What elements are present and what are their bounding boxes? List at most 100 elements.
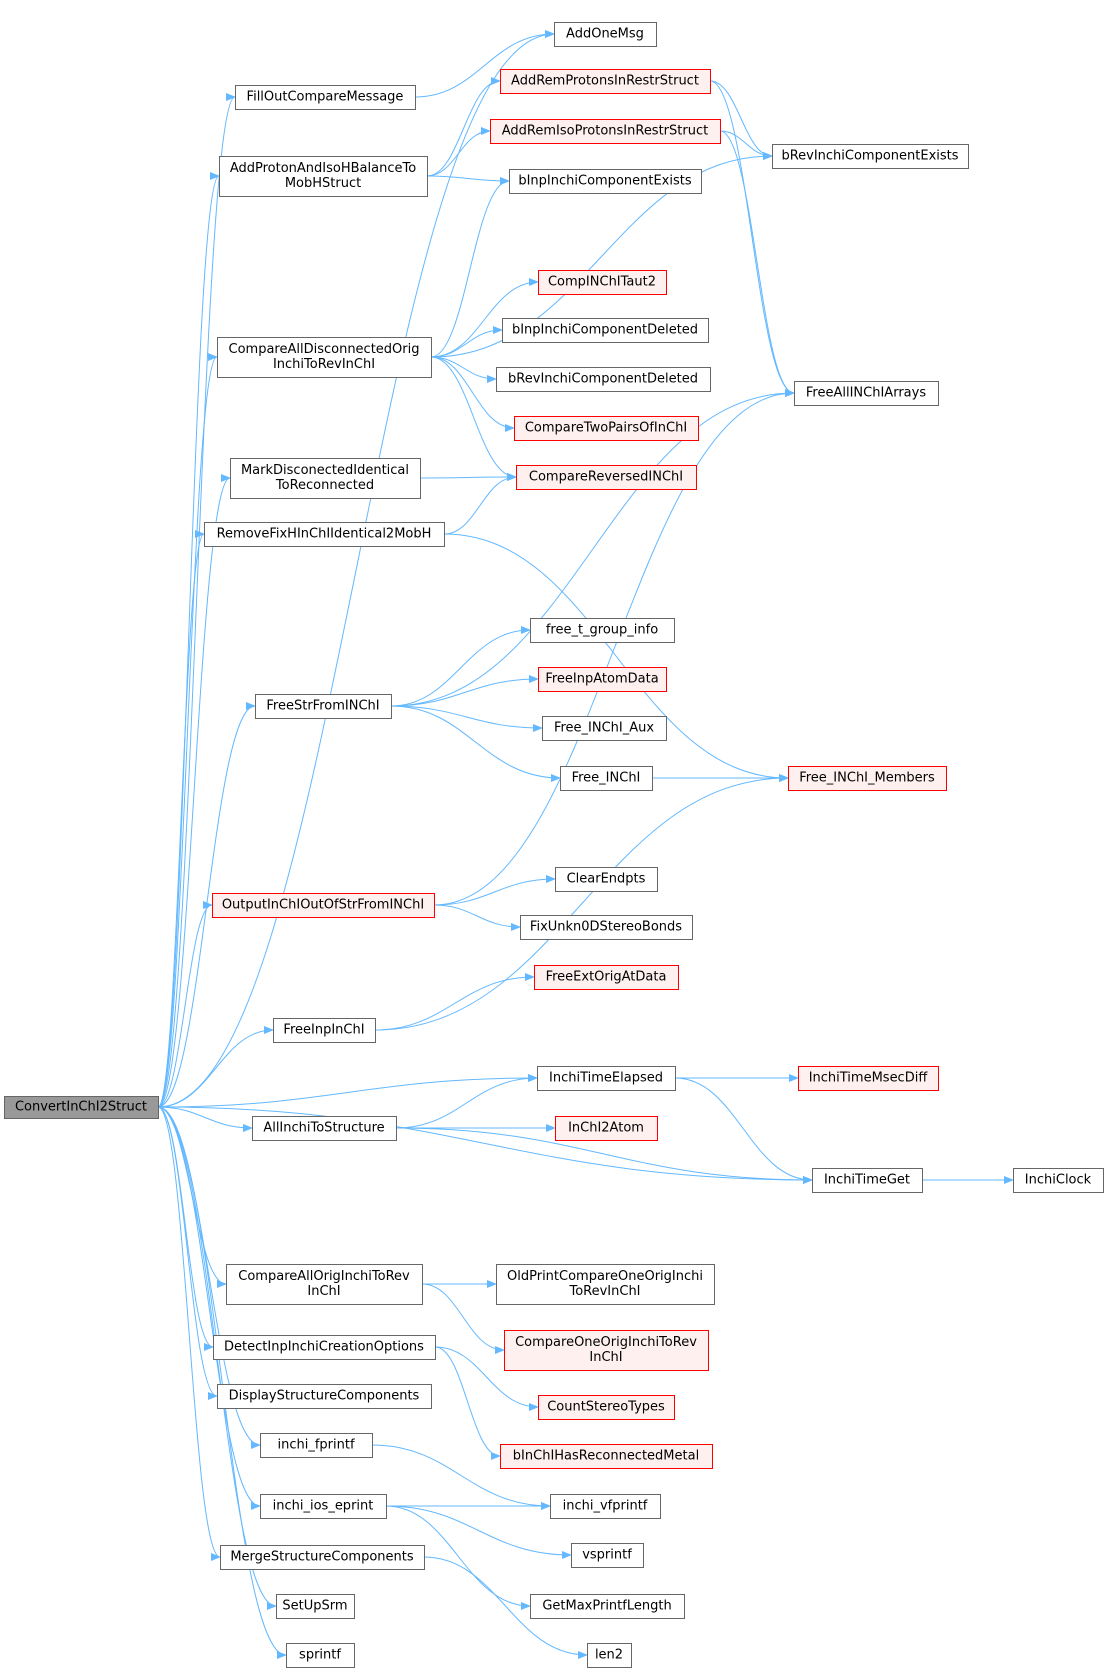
edge-line	[157, 901, 213, 1108]
edge-line	[374, 774, 789, 1031]
node-label: FreeAllINChIArrays	[806, 386, 926, 401]
node-label: bRevInchiComponentExists	[781, 149, 958, 164]
node-brevinchicomponentexists[interactable]: bRevInchiComponentExists	[772, 144, 969, 169]
node-freeinpatomdata[interactable]: FreeInpAtomData	[538, 667, 667, 692]
node-inchitimemsecdiff[interactable]: InchiTimeMsecDiff	[798, 1066, 939, 1091]
node-setupsrm[interactable]: SetUpSrm	[276, 1594, 355, 1619]
node-box	[538, 270, 667, 295]
node-binpinchicomponentdeleted[interactable]: bInpInchiComponentDeleted	[502, 318, 709, 343]
node-label: inchi_ios_eprint	[273, 1499, 374, 1514]
node-label: SetUpSrm	[282, 1599, 347, 1614]
edge-freeinpinchi-to-freeextorigatdata	[374, 973, 535, 1031]
node-displaystructure[interactable]: DisplayStructureComponents	[217, 1384, 432, 1409]
node-freestrfrominchi[interactable]: FreeStrFromINChI	[255, 694, 392, 719]
edge-line	[419, 473, 517, 482]
edge-root-to-detectinpinchi	[157, 1106, 214, 1351]
node-countstereotypes[interactable]: CountStereoTypes	[538, 1395, 675, 1420]
node-outputinchi[interactable]: OutputInChIOutOfStrFromINChI	[212, 893, 435, 918]
node-label: AddRemIsoProtonsInRestrStruct	[502, 124, 708, 139]
node-vsprintf[interactable]: vsprintf	[571, 1543, 644, 1568]
edge-root-to-inchitimeelapsed	[157, 1074, 538, 1108]
node-label: CompareAllOrigInchiToRev	[238, 1269, 410, 1284]
node-removefixh[interactable]: RemoveFixHInChIIdentical2MobH	[204, 522, 445, 547]
edge-freestrfrominchi-to-freetgroupinfo	[390, 626, 531, 707]
node-comparetwopairs[interactable]: CompareTwoPairsOfInChI	[514, 416, 699, 441]
node-compinchitaut2[interactable]: CompINChITaut2	[538, 270, 667, 295]
node-label: InChI2Atom	[568, 1121, 644, 1136]
node-box	[560, 766, 653, 791]
edge-allinchitostructure-to-inchitimeget	[395, 1127, 813, 1184]
node-box	[496, 1264, 715, 1305]
node-sprintf[interactable]: sprintf	[286, 1643, 355, 1668]
edge-line	[390, 705, 561, 782]
node-inchitimeget[interactable]: InchiTimeGet	[812, 1168, 923, 1193]
node-box	[587, 1643, 632, 1668]
node-inchivfprintf[interactable]: inchi_vfprintf	[550, 1494, 661, 1519]
node-addremprotons[interactable]: AddRemProtonsInRestrStruct	[500, 69, 711, 94]
node-binchihasreconnected[interactable]: bInChIHasReconnectedMetal	[500, 1444, 713, 1469]
edge-addprotonandisoh-to-binpinchicomponentexists	[426, 175, 510, 185]
node-inchifprintf[interactable]: inchi_fprintf	[260, 1433, 373, 1458]
node-freeinchi[interactable]: Free_INChI	[560, 766, 653, 791]
node-len2[interactable]: len2	[587, 1643, 632, 1668]
node-root[interactable]: ConvertInChI2Struct	[4, 1096, 159, 1119]
node-box	[273, 1018, 376, 1043]
edge-addremprotons-to-freeallinchiarrays	[709, 80, 795, 397]
node-freetgroupinfo[interactable]: free_t_group_info	[530, 618, 675, 643]
node-label: InchiClock	[1025, 1173, 1092, 1188]
edge-inchiioseprint-to-vsprintf	[385, 1505, 572, 1559]
node-getmaxprintflength[interactable]: GetMaxPrintfLength	[530, 1594, 685, 1619]
edge-root-to-outputinchi	[157, 901, 213, 1108]
edge-line	[157, 1106, 221, 1561]
edge-compareall-to-comparereversedinchi	[430, 356, 517, 481]
edge-line	[374, 973, 535, 1031]
edge-root-to-filloutcomparemessage	[157, 93, 236, 1108]
node-label: FreeStrFromINChI	[266, 699, 379, 714]
node-freeextorigatdata[interactable]: FreeExtOrigAtData	[534, 965, 679, 990]
node-comparereversedinchi[interactable]: CompareReversedINChI	[516, 465, 697, 490]
node-box	[788, 766, 947, 791]
node-clearendpts[interactable]: ClearEndpts	[555, 867, 658, 892]
node-box	[538, 667, 667, 692]
node-binpinchicomponentexists[interactable]: bInpInchiComponentExists	[509, 169, 702, 194]
node-inchi2atom[interactable]: InChI2Atom	[555, 1116, 658, 1141]
node-addonemsg[interactable]: AddOneMsg	[554, 22, 657, 47]
node-addremisoprotons[interactable]: AddRemIsoProtonsInRestrStruct	[490, 119, 721, 144]
node-box	[555, 867, 658, 892]
edge-line	[433, 875, 556, 906]
node-compareall[interactable]: CompareAllDisconnectedOrigInchiToRevInCh…	[217, 337, 432, 378]
node-inchitimeelapsed[interactable]: InchiTimeElapsed	[537, 1066, 676, 1091]
edge-line	[433, 904, 521, 931]
edge-line	[430, 278, 539, 358]
node-freeinchiaux[interactable]: Free_INChI_Aux	[542, 716, 667, 741]
node-box	[217, 1384, 432, 1409]
node-label: CompINChITaut2	[548, 275, 656, 290]
node-inchiioseprint[interactable]: inchi_ios_eprint	[260, 1494, 387, 1519]
edge-line	[674, 1077, 813, 1184]
node-brevinchicomponentdeleted[interactable]: bRevInchiComponentDeleted	[496, 367, 711, 392]
node-allinchitostructure[interactable]: AllInchiToStructure	[252, 1116, 397, 1141]
node-fixunkn0d[interactable]: FixUnkn0DStereoBonds	[520, 915, 693, 940]
node-filloutcomparemessage[interactable]: FillOutCompareMessage	[235, 85, 416, 110]
node-box	[554, 22, 657, 47]
node-layer: ConvertInChI2Struct AddOneMsgFillOutCompa…	[4, 22, 1104, 1668]
node-mergestructure[interactable]: MergeStructureComponents	[220, 1545, 425, 1570]
node-inchiclock[interactable]: InchiClock	[1013, 1168, 1104, 1193]
node-box	[516, 465, 697, 490]
edge-line	[157, 1074, 538, 1108]
node-freeinchimembers[interactable]: Free_INChI_Members	[788, 766, 947, 791]
edge-freestrfrominchi-to-freeinchi	[390, 705, 561, 782]
edge-root-to-addonemsg	[157, 30, 555, 1108]
edge-line	[157, 1106, 253, 1132]
edge-line	[390, 705, 543, 732]
edge-compareall-to-brevinchicomponentexists	[430, 152, 773, 358]
node-detectinpinchi[interactable]: DetectInpInchiCreationOptions	[213, 1335, 436, 1360]
node-freeinpinchi[interactable]: FreeInpInChI	[273, 1018, 376, 1043]
node-freeallinchiarrays[interactable]: FreeAllINChIArrays	[794, 381, 939, 406]
